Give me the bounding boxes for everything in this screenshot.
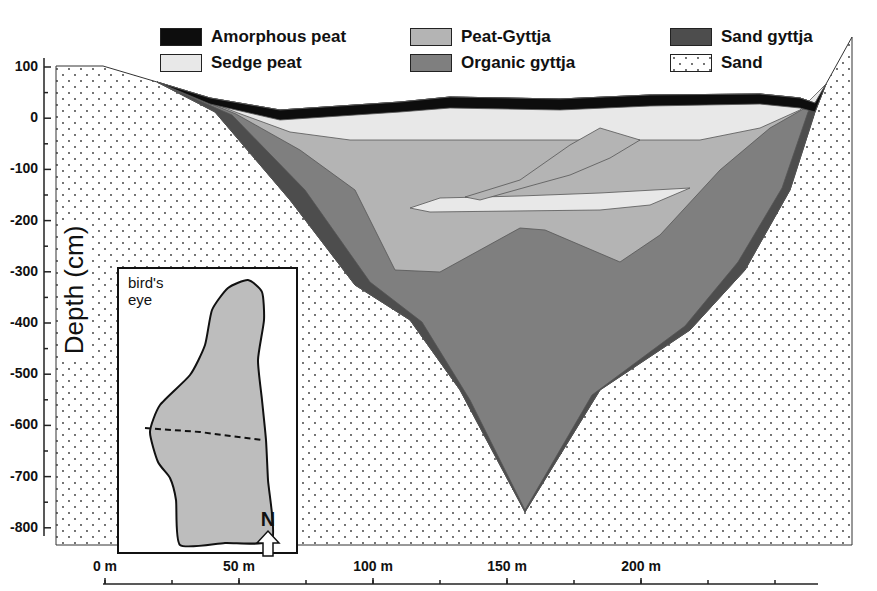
y-minor-tick bbox=[44, 143, 48, 145]
x-minor-tick bbox=[238, 580, 240, 584]
x-minor-tick bbox=[372, 580, 374, 584]
legend-entry: Sand gyttja bbox=[670, 27, 813, 47]
legend-label: Amorphous peat bbox=[211, 27, 346, 47]
x-tick bbox=[238, 578, 240, 584]
amorphous-peat-layer bbox=[157, 82, 826, 120]
distance-tick-label: 150 m bbox=[487, 559, 527, 574]
y-tick bbox=[44, 220, 51, 222]
x-tick bbox=[506, 578, 508, 584]
y-tick bbox=[44, 425, 51, 427]
depth-tick-label: -600 bbox=[10, 418, 38, 433]
y-minor-tick bbox=[44, 245, 48, 247]
x-minor-tick bbox=[439, 580, 441, 584]
y-minor-tick bbox=[44, 399, 48, 401]
depth-tick-label: -100 bbox=[10, 162, 38, 177]
legend-pattern-swatch bbox=[670, 54, 712, 72]
x-minor-tick bbox=[707, 580, 709, 584]
legend-swatch bbox=[160, 54, 202, 72]
transect-line bbox=[145, 428, 262, 440]
x-axis-line bbox=[103, 583, 818, 585]
peat-gyttja-layer bbox=[157, 82, 826, 272]
legend-entry: Amorphous peat bbox=[160, 27, 346, 47]
y-minor-tick bbox=[44, 501, 48, 503]
sedge-peat-layer bbox=[157, 82, 826, 140]
y-tick bbox=[44, 66, 51, 68]
y-tick bbox=[44, 373, 51, 375]
inset-map bbox=[118, 268, 297, 556]
legend-label: Sand bbox=[721, 53, 763, 73]
depth-tick-label: -400 bbox=[10, 315, 38, 330]
peat-gyttja-lens bbox=[465, 128, 640, 200]
x-tick bbox=[640, 578, 642, 584]
distance-tick-label: 0 m bbox=[93, 559, 117, 574]
distance-tick-label: 50 m bbox=[223, 559, 255, 574]
y-tick bbox=[44, 271, 51, 273]
x-minor-tick bbox=[104, 580, 106, 584]
depth-tick-label: -500 bbox=[10, 366, 38, 381]
legend-swatch bbox=[670, 28, 712, 46]
y-tick bbox=[44, 527, 51, 529]
depth-tick-label: 0 bbox=[30, 110, 38, 125]
legend-swatch bbox=[160, 28, 202, 46]
sedge-peat-lens bbox=[410, 188, 690, 212]
legend-swatch bbox=[410, 54, 452, 72]
x-tick bbox=[372, 578, 374, 584]
dot-pattern bbox=[671, 55, 712, 72]
depth-tick-label: -200 bbox=[10, 213, 38, 228]
y-minor-tick bbox=[44, 194, 48, 196]
legend-entry: Organic gyttja bbox=[410, 53, 575, 73]
distance-tick-label: 100 m bbox=[353, 559, 393, 574]
y-minor-tick bbox=[44, 348, 48, 350]
axis-title: Depth (cm) bbox=[60, 222, 89, 359]
y-tick bbox=[44, 117, 51, 119]
depth-tick-label: -800 bbox=[10, 520, 38, 535]
legend-label: Organic gyttja bbox=[461, 53, 575, 73]
y-tick bbox=[44, 169, 51, 171]
x-minor-tick bbox=[171, 580, 173, 584]
x-minor-tick bbox=[640, 580, 642, 584]
legend-entry: Peat-Gyttja bbox=[410, 27, 551, 47]
legend-entry: Sand bbox=[670, 53, 763, 73]
axes bbox=[44, 58, 818, 584]
depth-tick-label: 100 bbox=[15, 59, 38, 74]
x-minor-tick bbox=[305, 580, 307, 584]
legend-label: Peat-Gyttja bbox=[461, 27, 551, 47]
y-tick bbox=[44, 476, 51, 478]
x-minor-tick bbox=[506, 580, 508, 584]
legend-swatch bbox=[410, 28, 452, 46]
inset-frame bbox=[118, 268, 297, 553]
depth-tick-label: -700 bbox=[10, 469, 38, 484]
north-label: N bbox=[261, 508, 275, 530]
y-minor-tick bbox=[44, 92, 48, 94]
y-tick bbox=[44, 322, 51, 324]
legend-entry: Sedge peat bbox=[160, 53, 302, 73]
inset-title: bird's eye bbox=[128, 275, 186, 308]
legend-label: Sand gyttja bbox=[721, 27, 813, 47]
y-minor-tick bbox=[44, 450, 48, 452]
lake-outline bbox=[150, 280, 273, 547]
x-minor-tick bbox=[774, 580, 776, 584]
north-arrow bbox=[257, 531, 279, 556]
x-tick bbox=[104, 578, 106, 584]
y-minor-tick bbox=[44, 297, 48, 299]
distance-tick-label: 200 m bbox=[621, 559, 661, 574]
depth-tick-label: -300 bbox=[10, 264, 38, 279]
x-minor-tick bbox=[573, 580, 575, 584]
legend-label: Sedge peat bbox=[211, 53, 302, 73]
